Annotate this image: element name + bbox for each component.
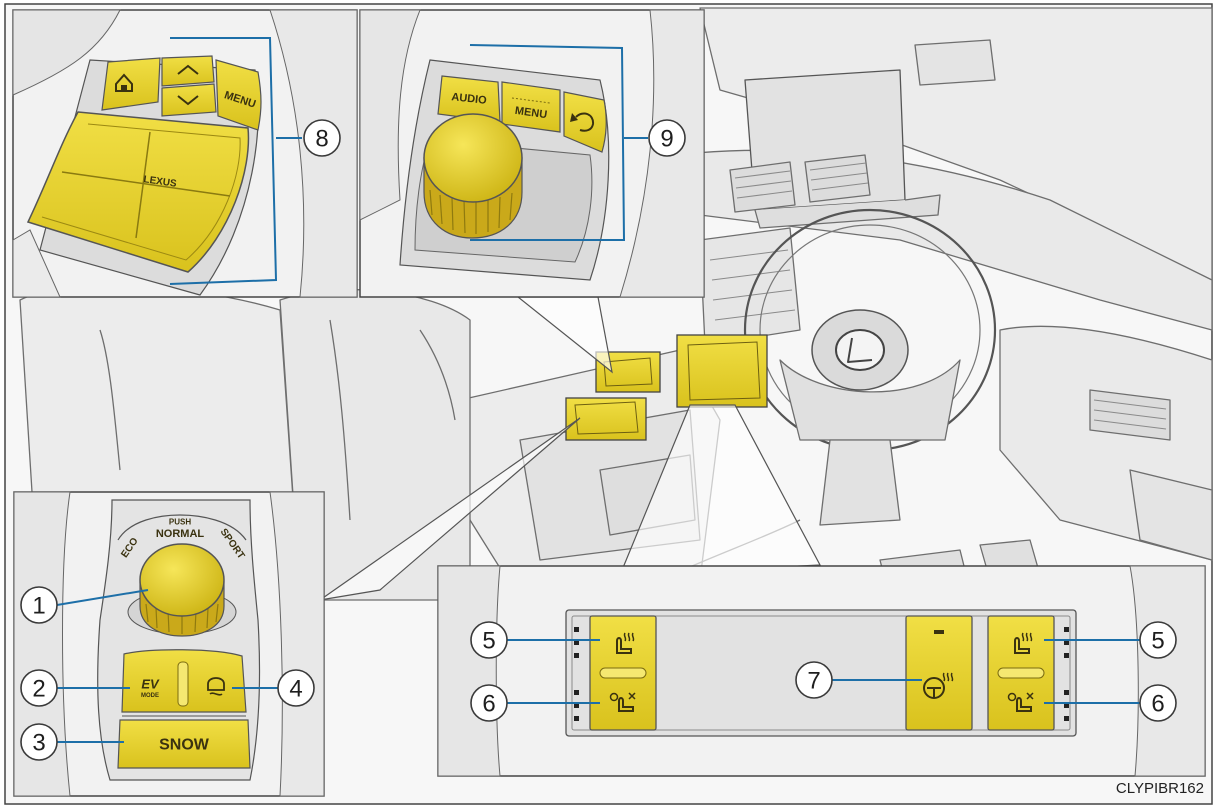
- audio-menu-label: MENU: [514, 105, 548, 121]
- touchpad-logo: LEXUS: [143, 174, 178, 190]
- callout-6-left: 6: [470, 684, 508, 722]
- image-code: CLYPIBR162: [1116, 780, 1204, 797]
- seat-ventilator-icon-left: [609, 692, 636, 712]
- indicator-dots: [574, 627, 1069, 721]
- callout-5-left: 5: [470, 621, 508, 659]
- callout-1: 1: [20, 586, 58, 624]
- callout-8: 8: [303, 119, 341, 157]
- seat-ventilator-icon-right: [1007, 692, 1034, 712]
- seat-switch-inset: 5 6 7 5 6: [437, 565, 1206, 777]
- audio-control-inset: AUDIO MENU 9: [359, 9, 705, 298]
- audio-knob: [423, 113, 523, 239]
- svg-text:9: 9: [660, 126, 673, 153]
- svg-text:6: 6: [1151, 691, 1164, 718]
- svg-text:5: 5: [1151, 628, 1164, 655]
- dial-push-label: PUSH: [169, 518, 191, 527]
- ev-mode-sub-label: MODE: [141, 693, 159, 699]
- ev-mode-label: EV: [141, 677, 160, 692]
- inset-connectors: [319, 296, 821, 601]
- dial-normal-label: NORMAL: [156, 528, 205, 540]
- chevron-down-icon: [177, 95, 199, 106]
- seat-heater-icon-left: [616, 632, 635, 654]
- svg-text:6: 6: [482, 691, 495, 718]
- seat-heater-icon-right: [1014, 632, 1033, 654]
- touchpad-inset: MENU LEXUS 8: [12, 9, 358, 298]
- callout-9: 9: [648, 119, 686, 157]
- snow-mode-label: SNOW: [159, 737, 210, 754]
- chevron-up-icon: [177, 64, 199, 75]
- svg-text:4: 4: [289, 676, 302, 703]
- callout-3: 3: [20, 723, 58, 761]
- drive-mode-inset: ECO PUSH NORMAL SPORT EV MODE SNOW: [13, 491, 325, 797]
- callout-6-right: 6: [1139, 684, 1177, 722]
- home-icon: [115, 73, 133, 92]
- callout-5-right: 5: [1139, 621, 1177, 659]
- steering-heater-icon: [923, 672, 954, 699]
- svg-text:1: 1: [32, 593, 45, 620]
- console-highlight-seat-switches: [676, 334, 768, 408]
- svg-text:2: 2: [32, 676, 45, 703]
- callout-4: 4: [277, 669, 315, 707]
- svg-text:3: 3: [32, 730, 45, 757]
- svg-text:5: 5: [482, 628, 495, 655]
- audio-button-label: AUDIO: [451, 91, 488, 107]
- svg-text:7: 7: [807, 668, 820, 695]
- back-arrow-icon: [570, 112, 595, 132]
- callout-7: 7: [795, 661, 833, 699]
- svg-text:8: 8: [315, 126, 328, 153]
- drive-mode-knob: [127, 543, 237, 637]
- callout-2: 2: [20, 669, 58, 707]
- vsc-off-icon: [207, 677, 225, 696]
